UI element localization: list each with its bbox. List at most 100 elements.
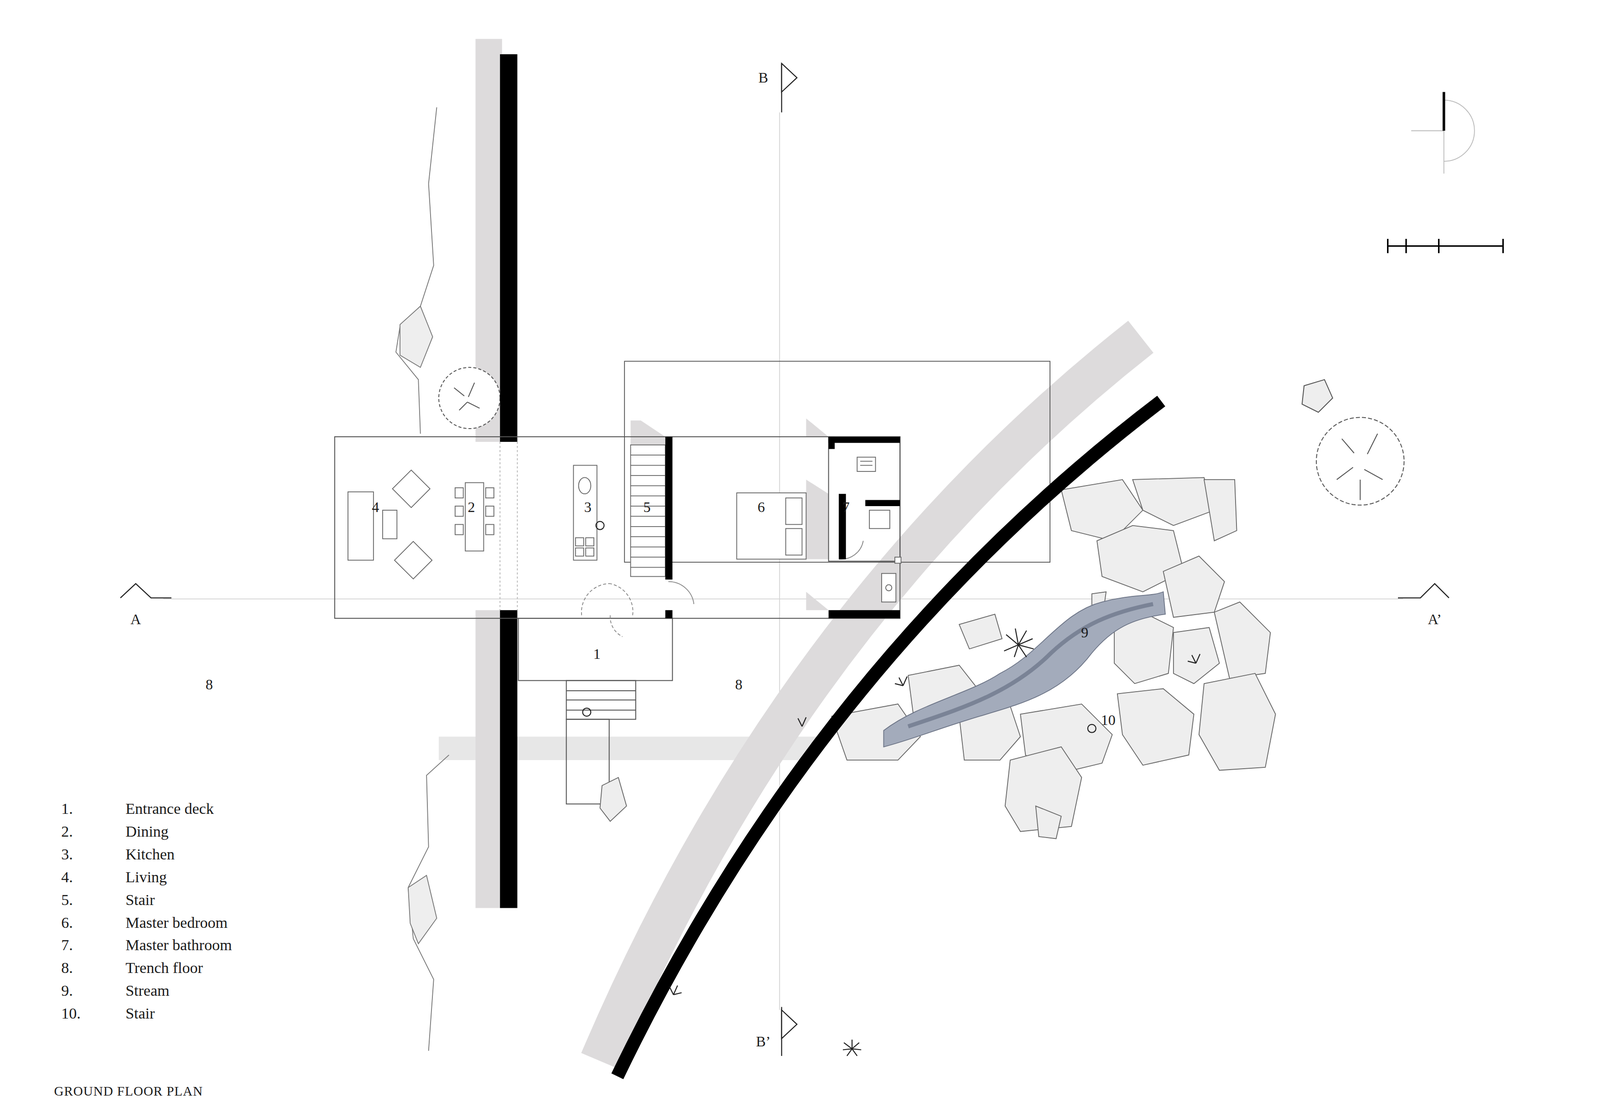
furniture xyxy=(394,541,432,580)
rocks xyxy=(1214,602,1271,679)
vertical-wall xyxy=(499,54,518,442)
legend-number: 4. xyxy=(61,869,73,886)
wall-shadow xyxy=(630,420,666,577)
wall-shadow xyxy=(475,610,503,909)
plants xyxy=(669,654,1200,995)
furniture xyxy=(392,470,430,508)
furniture xyxy=(881,573,896,603)
rocks xyxy=(959,614,1003,650)
rocks xyxy=(1117,689,1195,766)
furniture xyxy=(885,584,892,591)
legend-number: 9. xyxy=(61,983,73,999)
building-outline xyxy=(566,680,636,720)
furniture xyxy=(585,537,594,546)
furniture xyxy=(455,524,464,535)
cliff-edge xyxy=(408,755,449,1052)
tree xyxy=(438,367,1404,506)
stream xyxy=(908,604,1154,727)
north-arrow xyxy=(1411,92,1475,174)
wall-shadow xyxy=(475,38,829,909)
legend-text: Stream xyxy=(125,983,170,999)
scale-bar xyxy=(1387,238,1389,254)
room-number: 5 xyxy=(643,499,651,515)
scale-bar xyxy=(1405,238,1407,254)
furniture xyxy=(860,461,873,466)
section-markers xyxy=(781,63,798,93)
interior-walls xyxy=(665,436,901,619)
upper-floor-outline xyxy=(624,361,1050,563)
building-outline xyxy=(516,441,518,611)
door-swings xyxy=(581,540,864,637)
furniture xyxy=(578,477,592,494)
north-arrow xyxy=(1411,130,1445,132)
section-letter: B’ xyxy=(755,1034,771,1050)
legend-text: Stair xyxy=(125,892,155,909)
legend-text: Stair xyxy=(125,1006,155,1022)
tree xyxy=(438,367,500,429)
room-number: 3 xyxy=(584,499,592,515)
section-lines xyxy=(779,112,780,1011)
room-number: 8 xyxy=(205,677,213,692)
interior-walls xyxy=(665,610,673,619)
rocks xyxy=(1035,806,1062,840)
upper-floor-outline xyxy=(624,361,1050,563)
door-swings xyxy=(668,581,694,605)
legend-number: 10. xyxy=(61,1006,81,1022)
section-letter: B xyxy=(758,70,769,85)
furniture xyxy=(894,557,901,564)
tree xyxy=(1302,379,1333,413)
scale-bar xyxy=(1387,238,1504,254)
rocks xyxy=(1163,556,1225,618)
rocks xyxy=(600,777,627,822)
room-number: 9 xyxy=(1080,625,1089,640)
plants xyxy=(582,708,591,717)
legend-number: 2. xyxy=(61,824,73,840)
legend-number: 7. xyxy=(61,937,73,954)
north-arrow xyxy=(1444,100,1475,162)
wall-shadow xyxy=(805,479,829,560)
furniture xyxy=(785,528,803,556)
furniture xyxy=(348,445,902,603)
north-arrow xyxy=(1443,130,1445,174)
furniture xyxy=(455,488,464,499)
cliff-edge xyxy=(408,875,437,945)
cliff-edge xyxy=(400,306,433,368)
room-number: 10 xyxy=(1101,712,1116,728)
furniture xyxy=(348,492,374,561)
cliff-edge xyxy=(395,107,437,434)
furniture xyxy=(869,510,890,529)
legend-text: Living xyxy=(125,869,167,886)
plants xyxy=(842,1039,862,1057)
room-number: 4 xyxy=(371,499,380,515)
interior-walls xyxy=(665,436,673,580)
north-arrow xyxy=(1442,92,1446,131)
building-outline xyxy=(499,441,501,611)
vertical-wall xyxy=(499,610,518,909)
legend-text: Master bedroom xyxy=(125,915,228,931)
wall-shadow xyxy=(805,418,829,437)
furniture xyxy=(575,537,584,546)
plants xyxy=(582,521,1200,1057)
plants xyxy=(1003,628,1034,658)
tree xyxy=(1316,417,1404,505)
furniture xyxy=(573,465,597,561)
plants xyxy=(1087,724,1097,733)
furniture xyxy=(857,457,876,472)
furniture xyxy=(455,506,464,517)
legend-number: 5. xyxy=(61,892,73,909)
furniture xyxy=(485,524,494,535)
legend-text: Dining xyxy=(125,824,169,840)
legend-number: 3. xyxy=(61,846,73,863)
legend-number: 6. xyxy=(61,915,73,931)
wall-shadow xyxy=(805,592,829,611)
plants xyxy=(596,521,605,530)
legend-text: Master bathroom xyxy=(125,937,232,954)
building-outline xyxy=(518,618,673,681)
building-outline xyxy=(828,436,901,562)
section-markers xyxy=(781,1010,798,1039)
section-letter: A xyxy=(130,612,141,627)
cliff-edge xyxy=(395,107,449,1051)
plan-title: GROUND FLOOR PLAN xyxy=(54,1085,203,1099)
